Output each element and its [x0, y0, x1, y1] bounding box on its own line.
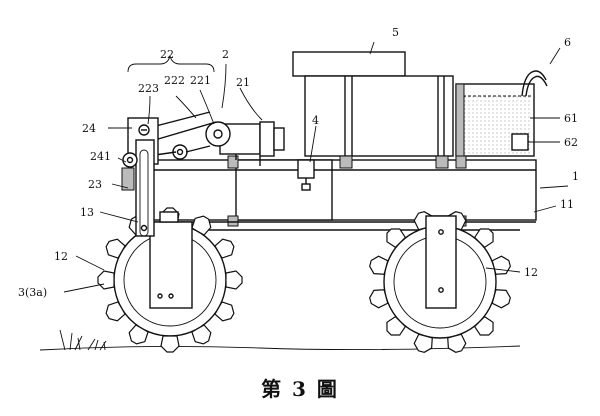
chain-transmission: [147, 111, 231, 160]
label-62: 62: [564, 136, 578, 149]
label-12-rear: 12: [54, 250, 68, 263]
label-6: 6: [564, 36, 571, 49]
label-222: 222: [164, 74, 185, 87]
label-11: 11: [560, 198, 574, 211]
grass-left: [59, 329, 96, 351]
label-21: 21: [236, 76, 250, 89]
label-23: 23: [88, 178, 102, 191]
label-12-front: 12: [524, 266, 538, 279]
front-wheel-bracket: [425, 215, 457, 309]
ground: [39, 329, 521, 351]
rear-wheel-plate: [149, 221, 193, 309]
lifting-arm: [121, 117, 179, 237]
label-223: 223: [138, 82, 159, 95]
label-5: 5: [392, 26, 399, 39]
label-2: 2: [222, 48, 229, 61]
label-3-3a: 3(3a): [18, 286, 47, 299]
label-241: 241: [90, 150, 111, 163]
label-13: 13: [80, 206, 94, 219]
label-61: 61: [564, 112, 578, 125]
label-24: 24: [82, 122, 96, 135]
label-1: 1: [572, 170, 579, 183]
label-4: 4: [312, 114, 319, 127]
figure-caption: 第 3 圖: [261, 377, 339, 401]
leader-lines: [63, 41, 569, 293]
water-tank: [455, 70, 548, 157]
label-22: 22: [160, 48, 174, 61]
label-221: 221: [190, 74, 211, 87]
grass-right: [94, 339, 107, 351]
engine-housing: [292, 51, 454, 157]
drive-motor: [219, 121, 285, 166]
